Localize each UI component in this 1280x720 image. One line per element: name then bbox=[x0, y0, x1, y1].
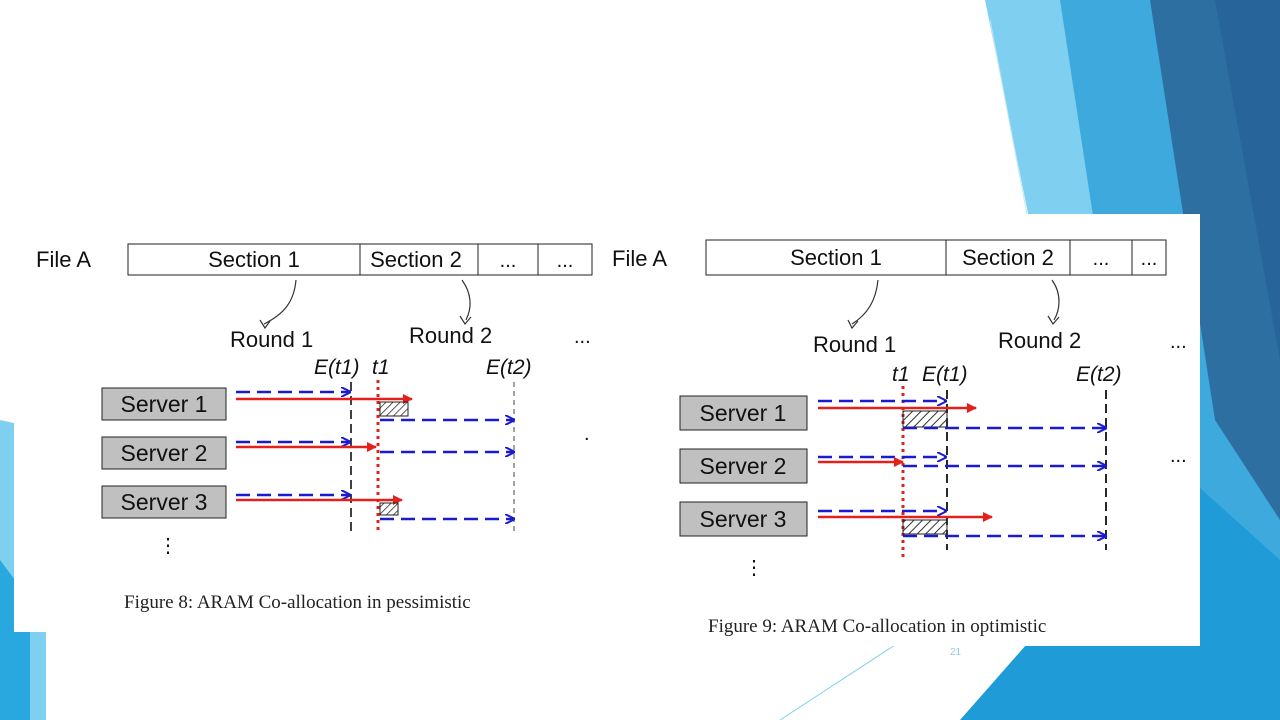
server-row: Server 2 bbox=[679, 448, 808, 484]
extra-dots: ... bbox=[1170, 445, 1187, 467]
server-row: Server 1 bbox=[101, 387, 227, 421]
file-label: File A bbox=[36, 247, 91, 272]
hatched-block bbox=[902, 519, 948, 535]
section1-to-round1-arrow bbox=[851, 279, 879, 325]
round-label: Round 2 bbox=[409, 323, 492, 348]
section-label: ... bbox=[1093, 248, 1110, 270]
server-row: Server 3 bbox=[101, 485, 227, 519]
bg-line bbox=[989, 19, 1031, 231]
server-row: Server 3 bbox=[679, 501, 808, 537]
figure-8-pessimistic: File A Section 1 Section 2 ... ... Round… bbox=[14, 222, 614, 632]
server-row: Server 2 bbox=[101, 436, 227, 470]
hatched-block bbox=[902, 410, 948, 428]
arrowhead bbox=[847, 319, 859, 330]
marker-label: E(t1) bbox=[922, 363, 968, 386]
file-sections-bar: Section 1 Section 2 ... ... bbox=[127, 243, 593, 276]
file-label: File A bbox=[612, 246, 667, 271]
bg-line bbox=[779, 644, 896, 720]
vertical-ellipsis: ⋮ bbox=[744, 557, 764, 579]
figure-caption: Figure 8: ARAM Co-allocation in pessimis… bbox=[124, 592, 471, 613]
round-label: Round 1 bbox=[230, 327, 313, 352]
section-label: ... bbox=[557, 250, 574, 272]
figure-9-optimistic: File A Section 1 Section 2 ... ... Round… bbox=[600, 214, 1200, 646]
section2-to-round2-arrow bbox=[461, 279, 471, 321]
hatched-block bbox=[379, 401, 409, 417]
section1-to-round1-arrow bbox=[263, 279, 297, 325]
server-label: Server 2 bbox=[700, 453, 787, 479]
section-label: Section 2 bbox=[962, 245, 1054, 270]
arrowhead bbox=[459, 315, 472, 326]
round-label: Round 2 bbox=[998, 328, 1081, 353]
extra-dots: . bbox=[584, 423, 590, 445]
server-label: Server 1 bbox=[121, 391, 208, 417]
round-label: ... bbox=[574, 326, 591, 348]
server-label: Server 2 bbox=[121, 440, 208, 466]
marker-label: E(t2) bbox=[486, 356, 532, 379]
vertical-ellipsis: ⋮ bbox=[158, 535, 178, 557]
arrowhead bbox=[259, 319, 271, 330]
round-label: Round 1 bbox=[813, 332, 896, 357]
arrowhead bbox=[1047, 315, 1060, 326]
server-label: Server 1 bbox=[700, 400, 787, 426]
marker-label: t1 bbox=[892, 363, 910, 386]
file-sections-bar: Section 1 Section 2 ... ... bbox=[705, 239, 1167, 276]
marker-label: E(t1) bbox=[314, 356, 360, 379]
marker-label: t1 bbox=[372, 356, 390, 379]
hatched-block bbox=[379, 502, 399, 516]
section-label: ... bbox=[1141, 248, 1158, 270]
server-label: Server 3 bbox=[700, 506, 787, 532]
section-label: Section 1 bbox=[208, 247, 300, 272]
server-label: Server 3 bbox=[121, 489, 208, 515]
section-label: Section 2 bbox=[370, 247, 462, 272]
section-label: Section 1 bbox=[790, 245, 882, 270]
round-label: ... bbox=[1170, 331, 1187, 353]
section2-to-round2-arrow bbox=[1051, 279, 1060, 321]
bg-shape-deep bbox=[1215, 0, 1280, 360]
section-label: ... bbox=[500, 250, 517, 272]
server-row: Server 1 bbox=[679, 395, 808, 431]
slide-number: 21 bbox=[950, 647, 962, 658]
figure-caption: Figure 9: ARAM Co-allocation in optimist… bbox=[708, 616, 1047, 637]
marker-label: E(t2) bbox=[1076, 363, 1122, 386]
